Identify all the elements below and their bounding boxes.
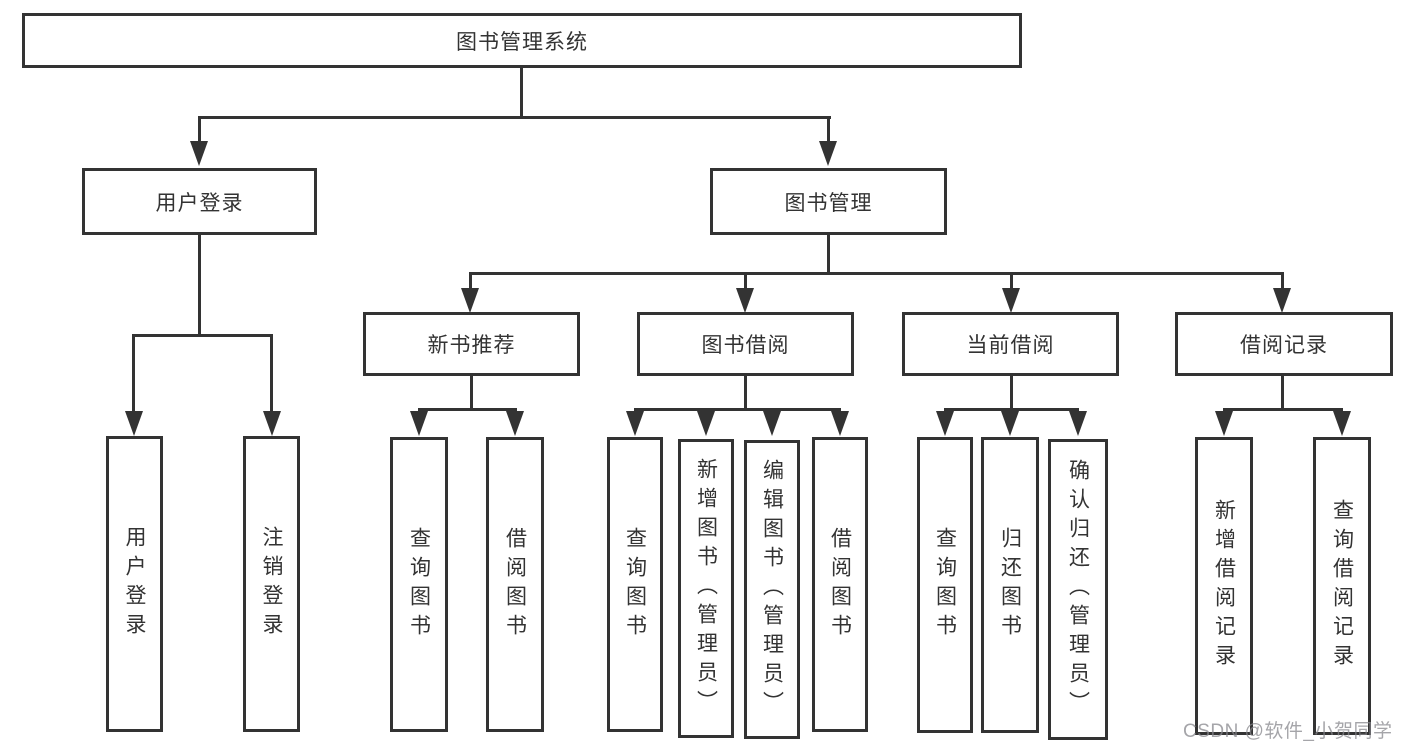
connector-stub — [469, 272, 472, 289]
node-book-borrow: 图书借阅 — [637, 312, 854, 376]
group-label: 图书借阅 — [701, 334, 790, 357]
arrow-down-icon — [1333, 411, 1351, 436]
leaf-label: 用户登录 — [123, 526, 146, 642]
connector-stub — [1010, 272, 1013, 289]
connector-stub-book-mgmt — [827, 116, 830, 142]
node-book-management: 图书管理 — [710, 168, 947, 235]
arrow-down-icon — [1215, 411, 1233, 436]
node-leaf-br-query-record: 查询借阅记录 — [1313, 437, 1371, 735]
connector-children — [634, 408, 841, 411]
arrow-down-icon — [190, 141, 208, 166]
arrow-down-icon — [410, 411, 428, 436]
node-leaf-cb-return-books: 归还图书 — [981, 437, 1039, 733]
arrow-down-icon — [626, 411, 644, 436]
connector-children — [944, 408, 1079, 411]
arrow-down-icon — [819, 141, 837, 166]
leaf-label: 确认归还（管理员） — [1066, 459, 1090, 720]
arrow-down-icon — [1273, 288, 1291, 313]
connector-stub — [744, 272, 747, 289]
connector-children — [418, 408, 517, 411]
leaf-label: 新增借阅记录 — [1212, 499, 1236, 673]
arrow-down-icon — [936, 411, 954, 436]
arrow-down-icon — [125, 411, 143, 436]
arrow-down-icon — [1002, 288, 1020, 313]
connector-level2 — [469, 272, 1283, 275]
leaf-label: 查询图书 — [407, 526, 431, 643]
group-label: 借阅记录 — [1240, 334, 1328, 357]
arrow-down-icon — [697, 411, 715, 436]
connector-stub — [132, 334, 135, 412]
node-root: 图书管理系统 — [22, 13, 1022, 68]
connector-stem — [1010, 374, 1013, 410]
arrow-down-icon — [263, 411, 281, 436]
connector-user-login-stem — [198, 234, 201, 336]
node-book-management-label: 图书管理 — [784, 191, 873, 215]
leaf-label: 查询借阅记录 — [1330, 499, 1354, 673]
arrow-down-icon — [1069, 411, 1087, 436]
connector-children — [1223, 408, 1343, 411]
arrow-down-icon — [461, 288, 479, 313]
node-leaf-bb-borrow-books: 借阅图书 — [812, 437, 868, 732]
node-leaf-bb-add-books-admin: 新增图书（管理员） — [678, 439, 734, 738]
node-leaf-nb-query-books: 查询图书 — [390, 437, 448, 732]
connector-root-trunk — [520, 66, 523, 118]
node-root-label: 图书管理系统 — [456, 30, 588, 54]
leaf-label: 查询图书 — [623, 526, 647, 643]
connector-stem — [744, 374, 747, 410]
arrow-down-icon — [763, 411, 781, 436]
leaf-label: 编辑图书（管理员） — [760, 459, 784, 720]
leaf-label: 查询图书 — [933, 527, 957, 643]
connector-stub-user-login — [198, 116, 201, 142]
connector-book-mgmt-stem — [827, 234, 830, 274]
connector-stem — [1281, 374, 1284, 410]
node-leaf-br-add-record: 新增借阅记录 — [1195, 437, 1253, 735]
arrow-down-icon — [736, 288, 754, 313]
connector-stub — [1281, 272, 1284, 289]
node-current-borrow: 当前借阅 — [902, 312, 1119, 376]
leaf-label: 新增图书（管理员） — [694, 458, 718, 719]
node-user-login: 用户登录 — [82, 168, 317, 235]
node-leaf-bb-query-books: 查询图书 — [607, 437, 663, 732]
connector-stub — [270, 334, 273, 412]
node-borrow-records: 借阅记录 — [1175, 312, 1393, 376]
arrow-down-icon — [831, 411, 849, 436]
node-leaf-logout: 注销登录 — [243, 436, 300, 732]
leaf-label: 借阅图书 — [503, 526, 527, 643]
leaf-label: 注销登录 — [260, 526, 283, 642]
connector-user-login-children — [132, 334, 273, 337]
csdn-watermark: CSDN @软件_小贺同学 — [1183, 721, 1393, 742]
node-new-book-recommend: 新书推荐 — [363, 312, 580, 376]
node-leaf-nb-borrow-books: 借阅图书 — [486, 437, 544, 732]
leaf-label: 借阅图书 — [828, 526, 852, 643]
group-label: 当前借阅 — [966, 334, 1055, 357]
node-leaf-cb-confirm-return-admin: 确认归还（管理员） — [1048, 439, 1108, 740]
arrow-down-icon — [506, 411, 524, 436]
leaf-label: 归还图书 — [998, 527, 1022, 643]
connector-stem — [470, 374, 473, 410]
node-leaf-user-login: 用户登录 — [106, 436, 163, 732]
group-label: 新书推荐 — [427, 334, 516, 357]
node-leaf-cb-query-books: 查询图书 — [917, 437, 973, 733]
connector-level1 — [198, 116, 831, 119]
arrow-down-icon — [1001, 411, 1019, 436]
node-leaf-bb-edit-books-admin: 编辑图书（管理员） — [744, 440, 800, 739]
node-user-login-label: 用户登录 — [155, 191, 244, 215]
